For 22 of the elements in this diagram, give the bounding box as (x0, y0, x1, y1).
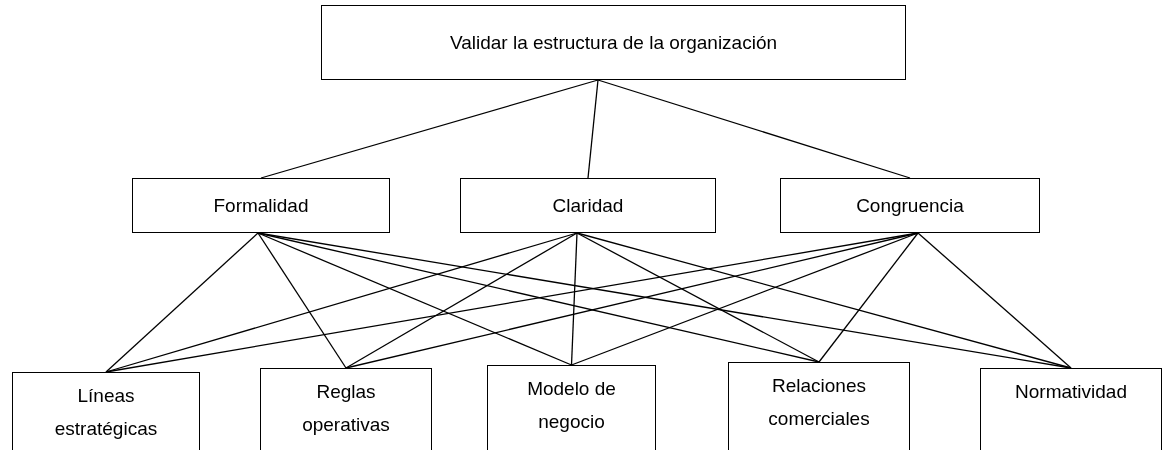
connector-line (597, 79, 911, 179)
connector-line (576, 232, 820, 363)
connector-line (257, 232, 347, 369)
text-box: Líneas estratégicas (12, 372, 200, 450)
connector-line (260, 79, 599, 179)
connector-line (105, 232, 259, 373)
connector-line (587, 79, 599, 179)
connector-line (576, 232, 1072, 369)
text-box: Reglas operativas (260, 368, 432, 450)
text-box: Relaciones comerciales (728, 362, 910, 450)
connector-line (917, 232, 1072, 369)
connector-line (570, 232, 578, 366)
text-box: Normatividad (980, 368, 1162, 450)
text-box: Formalidad (132, 178, 390, 233)
text-box: Congruencia (780, 178, 1040, 233)
connector-line (345, 232, 578, 369)
connector-line (818, 232, 919, 363)
connector-line (570, 232, 919, 366)
connector-line (257, 232, 573, 366)
text-box: Modelo de negocio (487, 365, 656, 450)
text-box: Validar la estructura de la organización (321, 5, 906, 80)
text-box: Claridad (460, 178, 716, 233)
